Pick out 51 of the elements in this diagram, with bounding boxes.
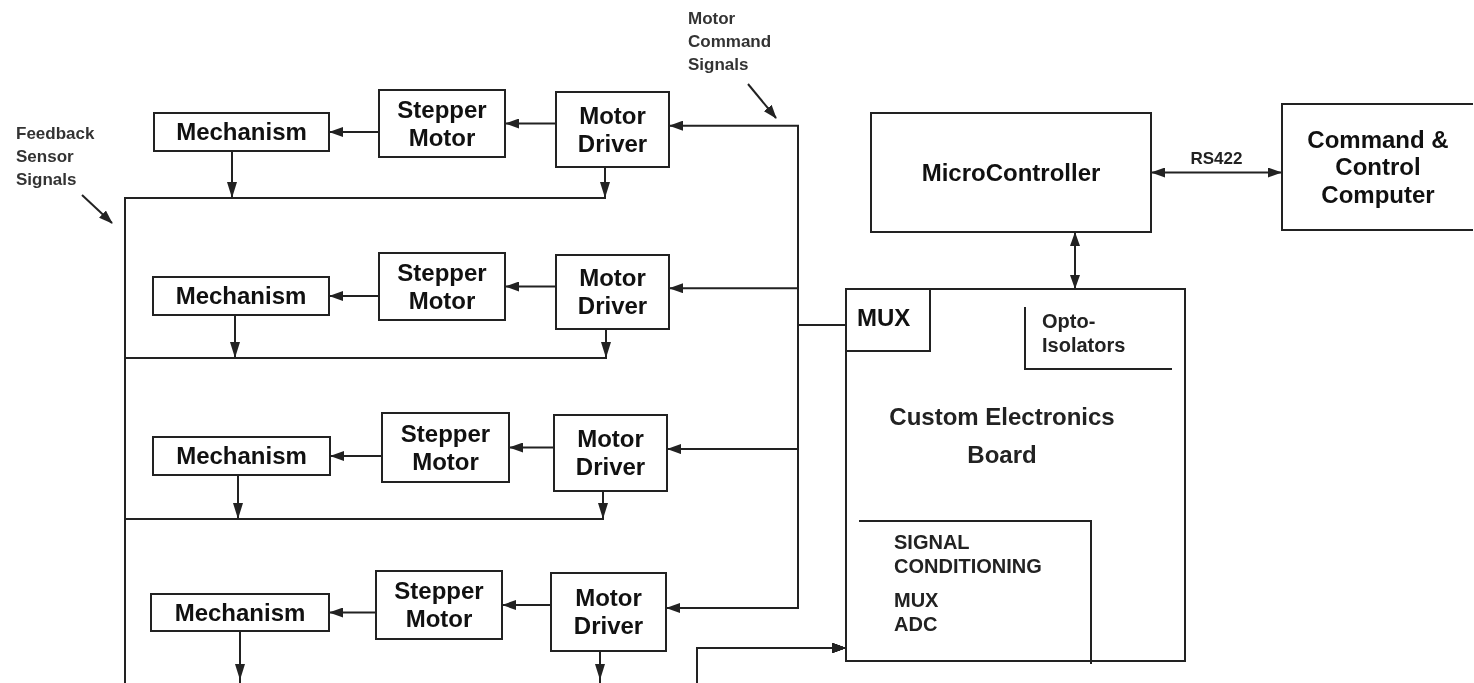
- process-box: [870, 112, 1152, 233]
- leader-arrow: [81, 194, 113, 224]
- section-label: Opto-Isolators: [1042, 309, 1127, 357]
- box-label: Stepper Motor: [396, 258, 488, 315]
- process-box: [381, 412, 510, 483]
- box-label: Stepper Motor: [393, 577, 485, 633]
- annotation-text: Motor Command Signals: [688, 8, 788, 86]
- arrow: [329, 291, 379, 301]
- process-box: [555, 91, 670, 168]
- section-label: MUX ADC: [894, 588, 940, 636]
- process-box: [1281, 103, 1473, 231]
- arrow: [1070, 232, 1080, 289]
- box-label: Stepper Motor: [399, 419, 492, 476]
- box-label: Motor Driver: [574, 425, 647, 481]
- process-box: [152, 276, 330, 316]
- box-label: Motor Driver: [572, 584, 645, 640]
- process-box: [150, 593, 330, 632]
- process-box: [378, 252, 506, 321]
- arrow: [1151, 167, 1282, 178]
- section-box: [847, 290, 931, 352]
- arrow: [329, 127, 379, 137]
- section-box: [859, 520, 1092, 664]
- arrow: [505, 281, 556, 292]
- process-box: [555, 254, 670, 330]
- box-label: Command & Control Computer: [1306, 125, 1450, 209]
- box-label: Motor Driver: [576, 101, 649, 158]
- box-label: Mechanism: [174, 598, 306, 627]
- arrow: [502, 600, 551, 610]
- arrow: [509, 442, 554, 453]
- process-box: [153, 112, 330, 152]
- section-label: MUX: [857, 304, 912, 332]
- board-panel: [845, 288, 1186, 662]
- board-label: Custom Electronics Board: [888, 402, 1116, 471]
- box-label: MicroController: [921, 158, 1101, 187]
- arrow: [330, 451, 382, 461]
- annotation-text: Feedback Sensor Signals: [16, 123, 124, 197]
- leader-arrow: [747, 83, 777, 119]
- process-box: [152, 436, 331, 476]
- arrow: [329, 607, 376, 618]
- section-box: [1024, 307, 1172, 370]
- arrow: [505, 118, 556, 129]
- process-box: [550, 572, 667, 652]
- section-label: SIGNAL CONDITIONING: [894, 530, 1043, 578]
- process-box: [378, 89, 506, 158]
- box-label: Motor Driver: [576, 264, 649, 320]
- process-box: [375, 570, 503, 640]
- box-label: Stepper Motor: [396, 95, 488, 152]
- box-label: Mechanism: [176, 442, 307, 470]
- box-label: Mechanism: [175, 282, 307, 310]
- box-label: Mechanism: [176, 118, 307, 146]
- process-box: [553, 414, 668, 492]
